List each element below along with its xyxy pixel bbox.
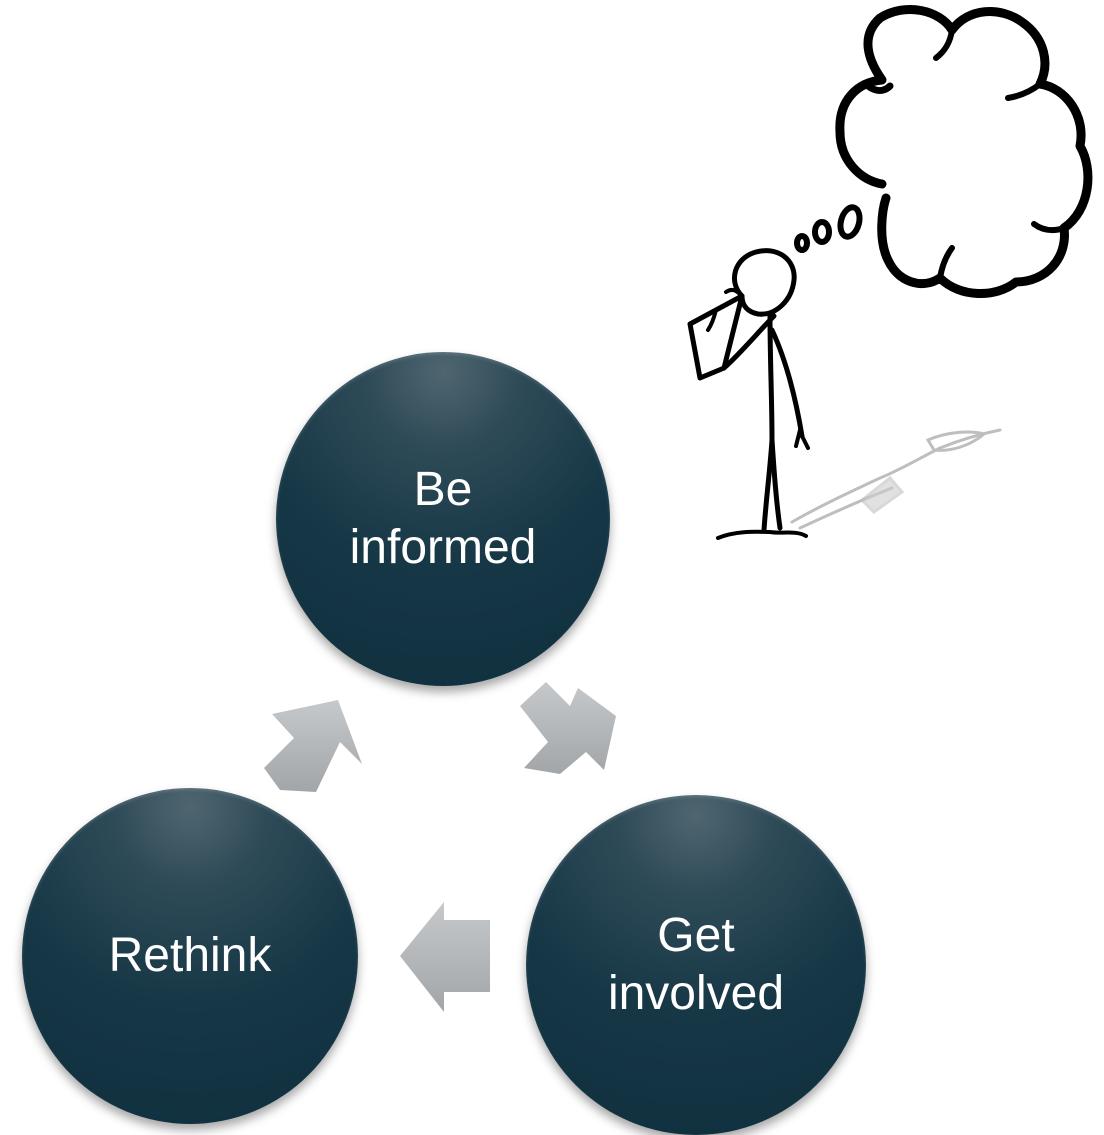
step-label-line2: informed	[349, 521, 537, 574]
step-label: Rethink	[109, 927, 272, 985]
stick-figure-icon	[687, 248, 810, 540]
cycle-step-rethink: Rethink	[22, 788, 358, 1124]
arrow-to-be-informed	[264, 700, 362, 792]
step-label-line1: Get	[657, 909, 735, 963]
cycle-step-get-involved: Get involved	[526, 795, 866, 1135]
thought-bubbles-icon	[794, 204, 863, 253]
figure-shadow-icon	[790, 428, 1002, 530]
step-label-line2: involved	[607, 967, 785, 1020]
thought-cloud-icon	[835, 5, 1093, 298]
step-label: Be informed	[350, 461, 537, 576]
arrow-to-rethink	[400, 902, 490, 1012]
step-label-line1: Be	[413, 463, 473, 517]
cycle-step-be-informed: Be informed	[276, 352, 610, 686]
step-label-line1: Rethink	[108, 929, 272, 983]
step-label: Get involved	[608, 907, 784, 1022]
arrow-to-get-involved	[520, 682, 616, 774]
